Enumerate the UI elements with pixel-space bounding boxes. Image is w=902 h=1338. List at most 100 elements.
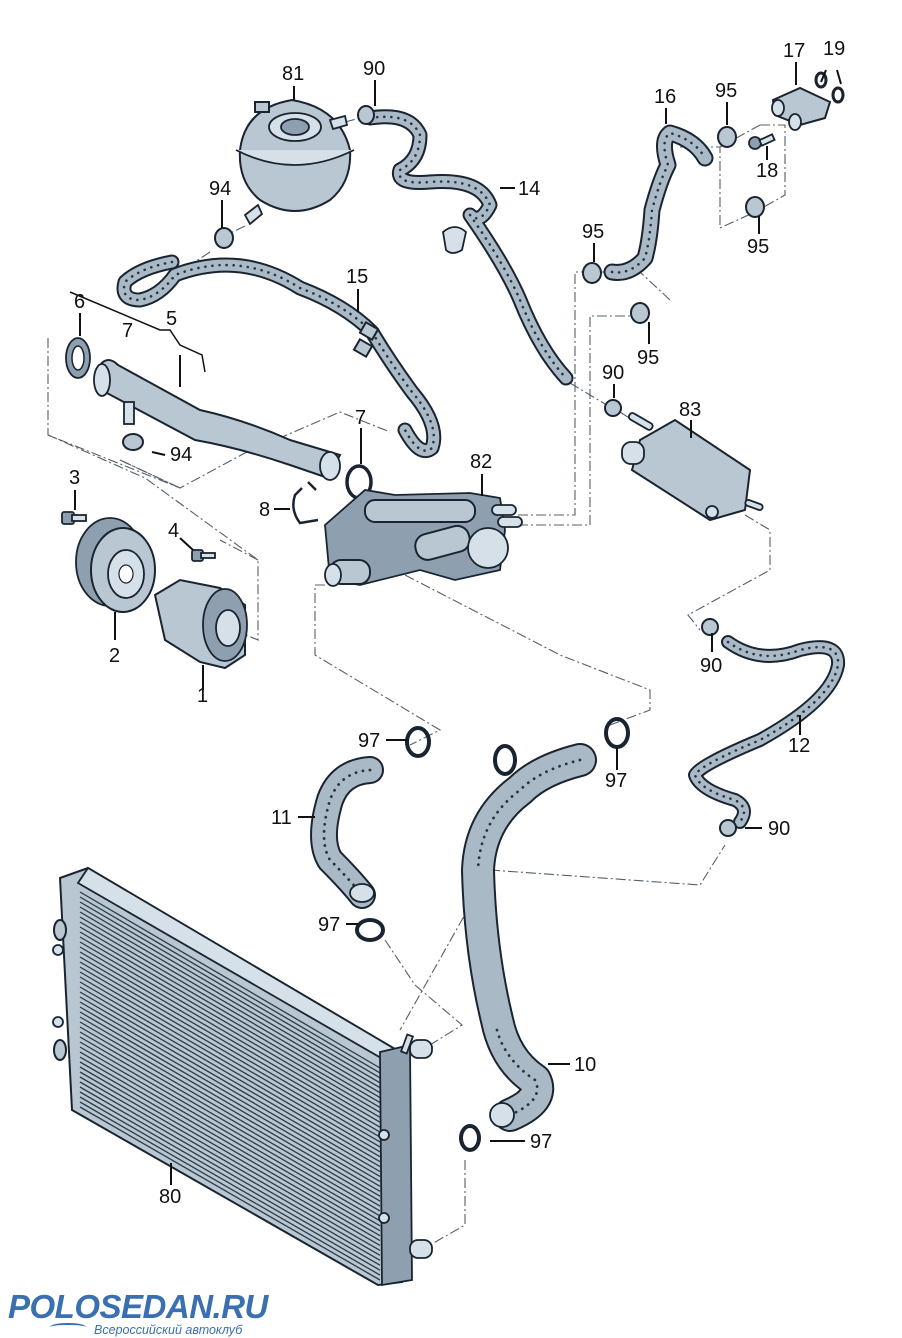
radiator-fin [79,1026,381,1202]
watermark-brand: POLOSEDAN.RU [8,1288,268,1325]
clamp-97-d[interactable] [355,918,385,942]
coolant-pump-part-1[interactable] [153,578,248,670]
o-rings-part-19[interactable] [814,71,845,104]
radiator-fin [79,1046,381,1222]
clamp-95-a[interactable] [717,126,737,148]
clamp-97-b[interactable] [604,717,630,749]
clamp-97-e[interactable] [459,1124,481,1152]
radiator-fin [79,1056,381,1232]
expansion-tank-part-81[interactable] [235,98,355,226]
callout-82: 82 [470,451,492,473]
hose-clamps [122,105,765,1152]
callout-97: 97 [318,914,340,936]
callout-10: 10 [574,1054,596,1076]
radiator-fin [79,946,381,1123]
hose-part-10[interactable] [461,743,597,1132]
radiator-fin [79,1036,381,1212]
callout-7: 7 [355,407,366,429]
clamp-97-c[interactable] [493,744,517,776]
radiator-fin [79,1091,381,1266]
radiator-fin [79,1001,381,1178]
callout-1: 1 [197,685,208,707]
radiator-fin [79,1016,381,1192]
radiator-fin [79,1041,381,1217]
leader-lines [69,62,842,1185]
hose-part-14[interactable] [362,109,574,386]
bolt-part-18[interactable] [748,133,776,150]
bolt-part-4[interactable] [191,549,216,562]
radiator-fin [79,1071,381,1247]
radiator-fin [79,956,381,1133]
radiator-fin [79,966,381,1143]
clamp-94-top[interactable] [214,227,234,249]
clamp-94-bottom[interactable] [122,433,144,451]
radiator-fin [79,971,381,1148]
radiator-fin [79,981,381,1158]
coolant-pipe-part-83[interactable] [621,412,764,522]
hose-part-12[interactable] [688,635,846,829]
gasket-part-6[interactable] [65,337,91,379]
callout-83: 83 [679,399,701,421]
clamp-90-low[interactable] [719,819,737,837]
coolant-pipe-part-5[interactable] [93,359,342,481]
callout-5: 5 [166,308,177,330]
callout-2: 2 [109,645,120,667]
callout-18: 18 [756,160,778,182]
watermark-logo: POLOSEDAN.RU Всероссийский автоклуб [8,1290,268,1337]
callout-97: 97 [530,1131,552,1153]
clip-part-8[interactable] [292,481,319,525]
radiator-fin [79,1021,381,1197]
radiator-fin [79,996,381,1173]
callout-97: 97 [358,730,380,752]
callout-19: 19 [823,38,845,60]
clamp-90-right[interactable] [701,618,719,636]
callout-14: 14 [518,178,540,200]
callout-80: 80 [159,1186,181,1208]
hose-part-16[interactable] [603,124,714,281]
bolt-part-3[interactable] [61,511,87,525]
callout-94: 94 [170,444,192,466]
radiator-fin [79,921,381,1099]
clamp-97-a[interactable] [405,726,431,758]
radiator-fin [79,896,381,1074]
watermark-tagline: Всероссийский автоклуб [94,1323,243,1337]
radiator-fin [79,916,381,1094]
callout-17: 17 [783,40,805,62]
callout-15: 15 [346,266,368,288]
clamp-90-top[interactable] [357,105,375,125]
callout-7: 7 [122,320,133,342]
callout-95: 95 [715,80,737,102]
callout-6: 6 [74,291,85,313]
radiator-part-80[interactable] [52,866,433,1287]
radiator-fin [79,1101,381,1276]
thermostat-housing-part-82[interactable] [324,489,523,587]
callout-90: 90 [700,655,722,677]
radiator-fin [79,1051,381,1227]
hose-part-11[interactable] [310,756,384,909]
callout-11: 11 [271,807,292,829]
radiator-fin [79,1066,381,1242]
clamp-95-c[interactable] [582,262,602,284]
callout-90: 90 [602,362,624,384]
callout-90: 90 [363,58,385,80]
radiator-fin [79,1086,381,1261]
hose-part-15[interactable] [116,254,442,459]
flange-part-17[interactable] [771,86,832,131]
callout-94: 94 [209,178,231,200]
radiator-fin [79,1061,381,1237]
radiator-fin [79,1081,381,1256]
callout-labels: 81 90 14 94 15 16 95 17 19 18 95 95 95 6… [69,38,845,1208]
radiator-fin [79,1106,381,1281]
radiator-fin [79,1011,381,1187]
clamp-90-mid[interactable] [604,399,622,417]
callout-97: 97 [605,770,627,792]
radiator-fin [79,911,381,1089]
callout-90: 90 [768,818,790,840]
radiator-fin [79,941,381,1118]
callout-12: 12 [788,735,810,757]
radiator-fin [79,931,381,1109]
clamp-95-d[interactable] [630,302,650,324]
pulley-part-2[interactable] [75,517,156,613]
clamp-95-b[interactable] [745,196,765,218]
